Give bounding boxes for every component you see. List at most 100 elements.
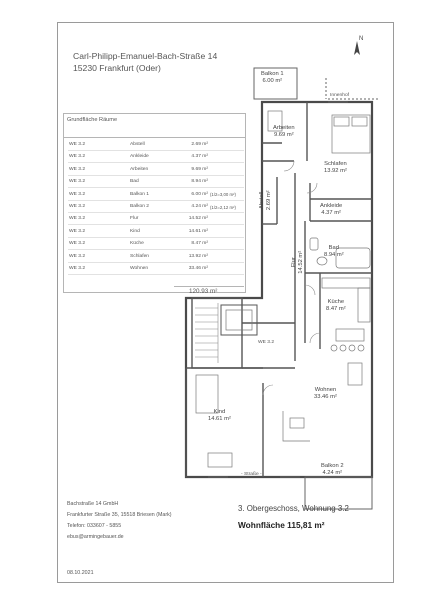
room-bad: Bad 8.94 m²: [324, 245, 344, 259]
label-strasse: - Straße -: [241, 472, 262, 477]
room-name: Wohnen: [314, 387, 337, 393]
row-room: Kind: [130, 228, 140, 234]
dining-table: [335, 328, 365, 342]
pillow: [333, 116, 350, 127]
row-area: 4.24 m²: [191, 204, 208, 209]
row-area: 33.46 m²: [188, 266, 208, 271]
row-room: Küche: [130, 241, 144, 247]
room-name: Bad: [328, 245, 339, 251]
row-we: WE 3.2: [69, 179, 86, 185]
room-area: 33.46 m²: [314, 394, 337, 401]
elevator-car: [225, 309, 253, 331]
room-name: Balkon 2: [321, 463, 344, 469]
north-arrow-icon: N: [350, 36, 364, 62]
room-area: 8.47 m²: [326, 306, 346, 313]
tv-unit: [347, 362, 363, 386]
room-area: 14.61 m²: [208, 416, 231, 423]
total-divider: [174, 286, 244, 287]
balcony-2-outline: [304, 476, 373, 510]
row-we: WE 3.2: [69, 154, 86, 160]
row-room: Arbeiten: [130, 166, 149, 172]
room-flur: Flur 14.52 m²: [291, 240, 305, 284]
row-we: WE 3.2: [69, 253, 86, 259]
table-row: WE 3.2 Bad 8.94 m²: [68, 177, 244, 189]
kitchen-counter: [321, 277, 371, 289]
door-kind: [262, 384, 274, 396]
room-arbeiten: Arbeiten 9.69 m²: [273, 125, 295, 139]
floorplan-sheet: Carl-Philipp-Emanuel-Bach-Straße 14 1523…: [57, 22, 394, 583]
address-line-2: 15230 Frankfurt (Oder): [73, 63, 161, 73]
chair: [357, 344, 365, 352]
chair: [339, 344, 347, 352]
room-ankleide: Ankleide 4.37 m²: [320, 203, 342, 217]
room-name: Küche: [327, 299, 345, 305]
row-room: Flur: [130, 216, 139, 222]
label-we-tag: WE 3.2: [258, 340, 275, 345]
bathtub: [335, 247, 371, 269]
coffee-table: [289, 417, 305, 429]
row-note: (1/2=3,00 m²): [210, 192, 236, 198]
row-we: WE 3.2: [69, 266, 86, 271]
footer-phone: Telefon: 033607 - 5855: [67, 523, 122, 529]
stair-core: [191, 297, 243, 369]
table-row: WE 3.2 Flur 14.52 m²: [68, 214, 244, 226]
room-name: Kind: [213, 409, 226, 415]
row-room: Balkon 2: [130, 204, 150, 209]
room-balkon-2: Balkon 2 4.24 m²: [321, 463, 344, 477]
row-area: 2.69 m²: [191, 142, 208, 147]
room-area: 6.00 m²: [262, 78, 283, 85]
footer-email: ebus@armingebauer.de: [67, 534, 124, 540]
door-bad: [304, 284, 316, 296]
row-we: WE 3.2: [69, 216, 86, 222]
door-kueche: [309, 332, 321, 344]
wohnflaeche-total: Wohnfläche 115,81 m²: [238, 520, 325, 530]
row-area: 14.52 m²: [188, 216, 208, 222]
label-innenhof: Innenhof: [330, 93, 350, 98]
table-divider: [64, 137, 245, 138]
chair: [330, 344, 338, 352]
room-abstell: Abstell 2.69 m²: [259, 180, 273, 220]
room-name: Abstell: [258, 191, 265, 209]
plan-date: 08.10.2021: [67, 570, 94, 576]
pillow: [351, 116, 368, 127]
floor-label: 3. Obergeschoss, Wohnung 3.2: [238, 504, 349, 513]
table-title: Grundfläche Räume: [67, 117, 118, 123]
sofa: [282, 411, 310, 442]
room-area: 13.92 m²: [324, 168, 347, 175]
row-note: (1/2=2,12 m²): [210, 204, 236, 210]
room-name: Ankleide: [320, 203, 343, 209]
row-we: WE 3.2: [69, 228, 86, 234]
room-balkon-1: Balkon 1 6.00 m²: [261, 71, 284, 85]
row-area: 6.00 m²: [191, 191, 208, 197]
room-name: Flur: [290, 257, 297, 268]
row-we: WE 3.2: [69, 191, 86, 197]
row-room: Bad: [130, 179, 139, 185]
row-room: Wohnen: [130, 266, 149, 271]
room-area: 4.24 m²: [322, 470, 343, 477]
row-room: Ankleide: [130, 154, 149, 160]
table-row: WE 3.2 Wohnen 33.46 m²: [68, 264, 244, 275]
row-area: 8.94 m²: [191, 179, 208, 185]
table-row: WE 3.2 Balkon 1 6.00 m²(1/2=3,00 m²): [68, 190, 244, 201]
child-desk: [207, 452, 233, 468]
footer-street: Frankfurter Straße 35, 15518 Briesen (Ma…: [67, 512, 172, 518]
room-area: 9.69 m²: [273, 132, 294, 139]
room-area: 2.69 m²: [266, 190, 272, 211]
table-total: 120.93 m²: [189, 288, 218, 295]
bed: [331, 114, 371, 154]
chair: [348, 344, 356, 352]
room-name: Balkon 1: [261, 71, 284, 77]
sink: [316, 256, 328, 266]
balcony-1-outline: [253, 67, 298, 100]
room-area: 14.52 m²: [298, 250, 304, 274]
row-we: WE 3.2: [69, 166, 86, 172]
toilet: [309, 237, 319, 251]
row-area: 14.61 m²: [188, 228, 208, 234]
row-room: Balkon 1: [130, 191, 150, 197]
